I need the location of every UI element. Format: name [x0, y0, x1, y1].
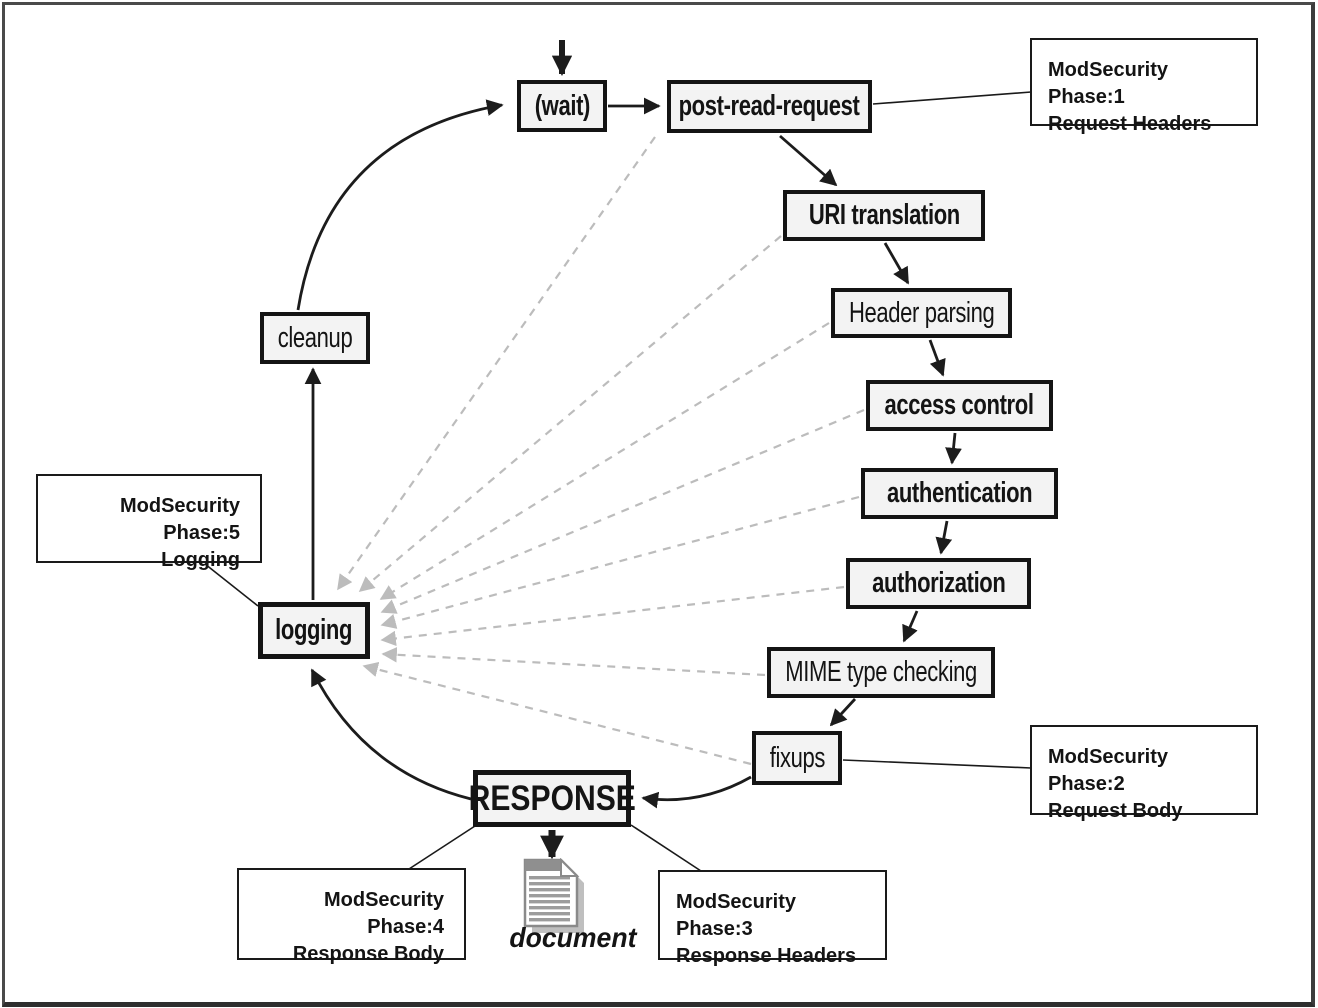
annotation-phase4: ModSecurity Phase:4 Response Body — [237, 868, 466, 965]
annotation-phase3: ModSecurity Phase:3 Response Headers — [658, 870, 887, 967]
node-fixups: fixups — [752, 731, 842, 785]
node-access-control: access control — [866, 380, 1053, 431]
node-cleanup: cleanup — [260, 312, 370, 364]
annotation-subtitle: Request Headers — [1048, 113, 1212, 135]
annotation-subtitle: Logging — [161, 549, 240, 571]
annotation-phase5: ModSecurity Phase:5 Logging — [36, 474, 262, 571]
annotation-title: ModSecurity Phase:5 — [119, 495, 240, 544]
node-authentication: authentication — [861, 468, 1058, 519]
annotation-phase1: ModSecurity Phase:1 Request Headers — [1030, 38, 1258, 135]
node-logging: logging — [258, 602, 370, 659]
node-wait: (wait) — [517, 80, 607, 132]
document-icon — [523, 858, 584, 933]
annotation-title: ModSecurity Phase:4 — [323, 889, 444, 938]
logging-dashed-arrows — [337, 136, 865, 766]
document-label: document — [509, 922, 637, 953]
node-authorization: authorization — [846, 558, 1031, 609]
annotation-title: ModSecurity Phase:2 — [1048, 746, 1169, 795]
annotation-phase2: ModSecurity Phase:2 Request Body — [1030, 725, 1258, 822]
annotation-connectors — [204, 91, 1032, 872]
annotation-title: ModSecurity Phase:1 — [1048, 59, 1169, 108]
node-mime-type-checking: MIME type checking — [767, 647, 995, 698]
flow-arrows — [296, 97, 962, 809]
annotation-subtitle: Response Body — [292, 943, 444, 965]
node-post-read-request: post-read-request — [667, 80, 872, 133]
annotation-subtitle: Response Headers — [676, 945, 857, 967]
node-uri-translation: URI translation — [783, 190, 985, 241]
node-header-parsing: Header parsing — [831, 288, 1012, 338]
annotation-subtitle: Request Body — [1048, 800, 1183, 822]
annotation-title: ModSecurity Phase:3 — [676, 891, 797, 940]
node-response: RESPONSE — [468, 770, 636, 827]
